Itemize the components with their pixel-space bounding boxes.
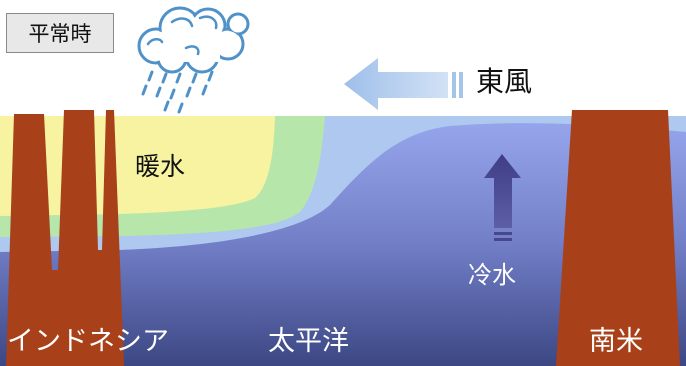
south-america-land (556, 110, 680, 366)
wind-label: 東風 (476, 65, 533, 98)
upwelling-arrow-icon (484, 154, 521, 241)
warm-water-label: 暖水 (135, 152, 186, 181)
south-america-label: 南米 (589, 326, 643, 357)
indonesia-land (6, 110, 124, 366)
indonesia-label: インドネシア (7, 326, 169, 357)
rain-cloud-icon (137, 6, 250, 114)
wind-arrow-icon (344, 58, 463, 110)
mode-label: 平常時 (28, 22, 92, 46)
pacific-label: 太平洋 (268, 326, 349, 357)
mode-label-box: 平常時 (6, 13, 114, 53)
cold-water-label: 冷水 (468, 261, 516, 289)
